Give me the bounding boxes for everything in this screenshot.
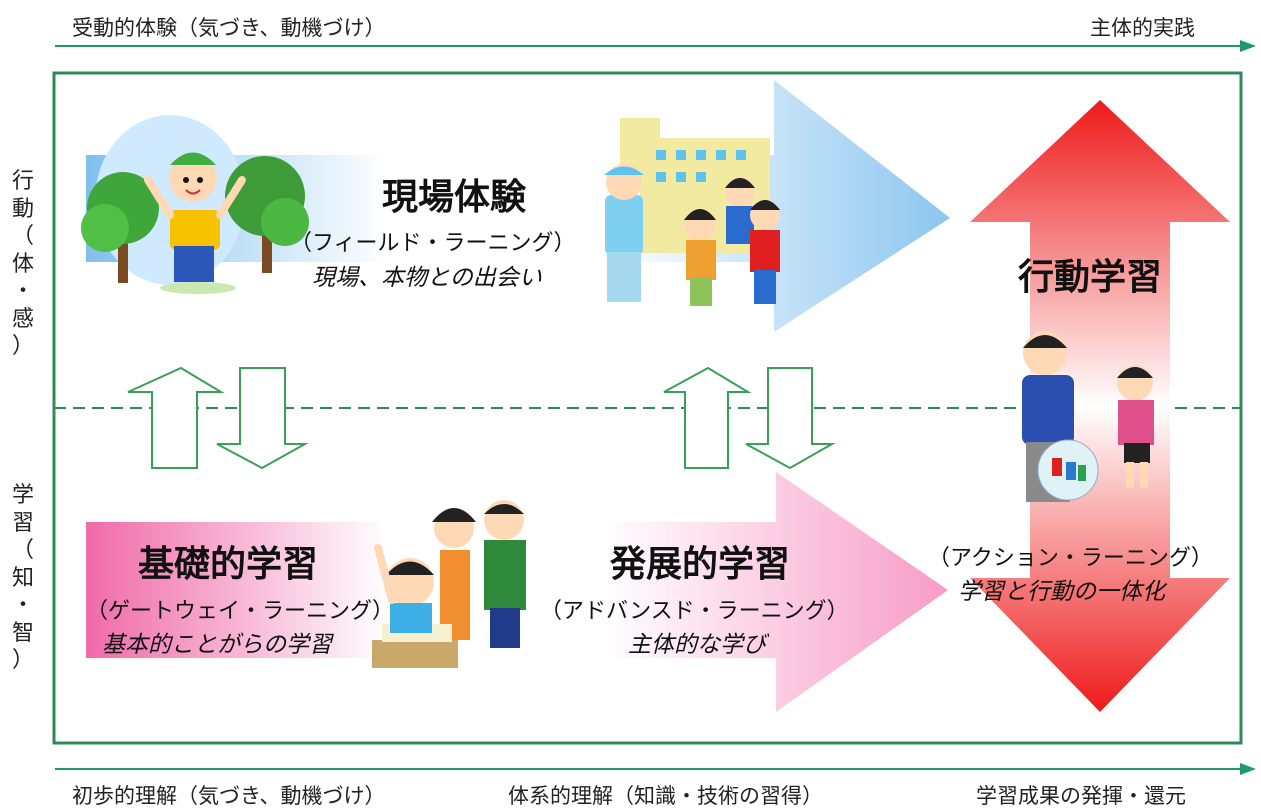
action-learning-subtitle: （アクション・ラーニング） (928, 546, 1213, 571)
right-up-arrow (663, 366, 752, 469)
bottom-axis-left-label: 初歩的理解（気づき、動機づけ） (72, 784, 386, 808)
field-experience-subtitle: （フィールド・ラーニング） (290, 231, 576, 256)
advanced-learning-desc: 主体的な学び (628, 632, 766, 658)
boy-with-trees-illustration (81, 115, 309, 294)
bottom-axis-arrow (55, 763, 1256, 775)
left-up-arrow (127, 366, 225, 469)
field-experience-desc: 現場、本物との出会い (312, 265, 542, 291)
action-learning-desc: 学習と行動の一体化 (958, 579, 1165, 605)
family-reading-illustration (372, 500, 526, 668)
recycling-illustration (1022, 331, 1154, 502)
right-exchange-arrows (663, 366, 836, 470)
right-down-arrow (745, 367, 836, 470)
advanced-learning-title: 発展的学習 (610, 544, 791, 585)
field-experience-title: 現場体験 (382, 177, 527, 218)
top-axis-left-label: 受動的体験（気づき、動機づけ） (72, 16, 386, 40)
top-axis-arrow (55, 40, 1256, 52)
left-down-arrow (216, 367, 309, 470)
basic-learning-title: 基礎的学習 (138, 544, 319, 585)
bottom-axis-middle-label: 体系的理解（知識・技術の習得） (508, 784, 823, 808)
side-label-learning: 学習（知・智） (11, 483, 34, 673)
top-axis-right-label: 主体的実践 (1090, 16, 1195, 40)
advanced-learning-subtitle: （アドバンスド・ラーニング） (540, 599, 849, 624)
factory-tour-illustration (604, 118, 780, 306)
action-learning-title: 行動学習 (1018, 257, 1163, 298)
basic-learning-subtitle: （ゲートウェイ・ラーニング） (86, 599, 395, 624)
action-learning-arrow (970, 100, 1230, 712)
left-exchange-arrows (127, 366, 309, 470)
bottom-axis-right-label: 学習成果の発揮・還元 (976, 784, 1186, 808)
field-experience-arrow (86, 80, 950, 332)
side-label-action: 行動（体・感） (11, 169, 34, 359)
basic-learning-desc: 基本的ことがらの学習 (102, 632, 332, 658)
